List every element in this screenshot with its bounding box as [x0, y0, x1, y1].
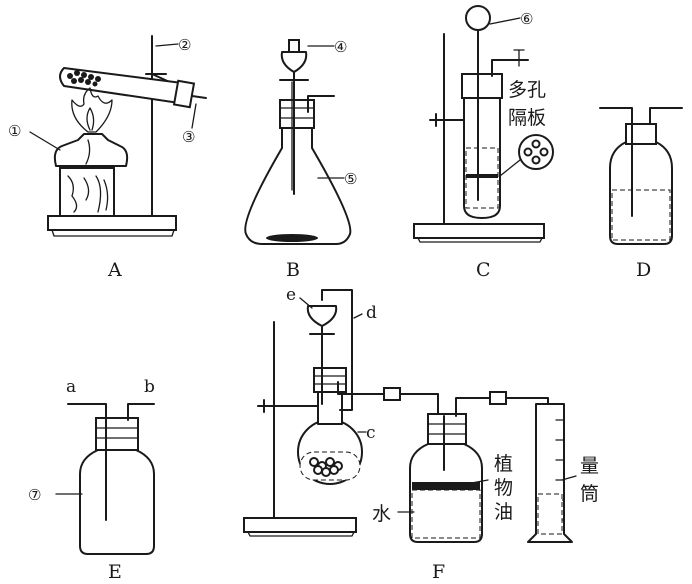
stopper-bottle-f — [427, 413, 467, 445]
label-e-funnel: e — [286, 285, 296, 305]
apparatus-e: a b ⑦ E — [28, 377, 155, 583]
gas-bottle-e — [79, 449, 155, 555]
iron-stand-base-f — [243, 517, 357, 533]
apparatus-a: ① ② ③ A — [8, 35, 207, 281]
part-number-6: ⑥ — [520, 10, 533, 28]
porous-plate-detail-c — [518, 134, 554, 170]
cylinder-label-2: 筒 — [580, 483, 599, 505]
label-b: B — [286, 259, 300, 281]
veg-oil-label-1: 植 — [494, 453, 513, 475]
stopper-a — [172, 79, 196, 109]
water-f — [411, 489, 481, 539]
apparatus-d: D — [599, 107, 683, 281]
funnel-bulb-c — [465, 5, 491, 31]
part-number-3: ③ — [182, 128, 195, 146]
part-number-2: ② — [178, 36, 191, 54]
equalizing-tube-d — [321, 289, 353, 411]
label-e: E — [108, 561, 122, 583]
flame-a — [71, 87, 113, 133]
veg-oil-label-2: 物 — [494, 477, 513, 499]
lamp-block-a — [59, 167, 115, 217]
part-number-7: ⑦ — [28, 486, 41, 504]
port-b: b — [144, 377, 155, 397]
separatory-funnel-f — [306, 305, 338, 327]
liquid-d — [611, 189, 671, 241]
alcohol-lamp-a — [53, 133, 129, 167]
part-number-1: ① — [8, 122, 21, 140]
port-a: a — [66, 377, 76, 397]
separatory-funnel-b — [280, 51, 308, 73]
long-tube-a — [67, 403, 107, 521]
water-cylinder — [537, 493, 563, 535]
part-number-5: ⑤ — [344, 170, 357, 188]
iron-stand-base-c — [413, 223, 545, 239]
porous-plate-label-1: 多孔 — [508, 79, 546, 101]
water-label: 水 — [372, 503, 391, 525]
apparatus-b: ④ ⑤ B — [244, 38, 357, 281]
label-d: D — [636, 259, 651, 281]
vegetable-oil-layer — [412, 482, 480, 490]
label-a: A — [107, 259, 122, 281]
short-tube-b — [127, 403, 155, 421]
solid-b — [266, 234, 318, 242]
cylinder-label-1: 量 — [580, 455, 599, 477]
label-d-tube: d — [366, 303, 377, 323]
stopper-d — [625, 123, 657, 145]
stopper-c — [461, 73, 503, 99]
apparatus-c: ⑥ 多孔 隔板 C — [413, 5, 554, 281]
apparatus-f: e d c 植 物 油 水 量 筒 F — [243, 285, 599, 583]
part-number-4: ④ — [334, 38, 347, 56]
label-c-flask: c — [366, 423, 376, 443]
iron-stand-base-a — [47, 215, 177, 231]
veg-oil-label-3: 油 — [494, 501, 513, 523]
granules-f — [309, 457, 343, 477]
stopper-f — [313, 367, 347, 393]
porous-plate-c — [466, 174, 498, 178]
stopper-e — [95, 417, 139, 451]
label-c: C — [476, 259, 491, 281]
solid-granules-a — [67, 70, 101, 87]
porous-plate-label-2: 隔板 — [508, 107, 546, 129]
conical-flask-b — [244, 127, 352, 245]
label-f: F — [432, 561, 445, 583]
